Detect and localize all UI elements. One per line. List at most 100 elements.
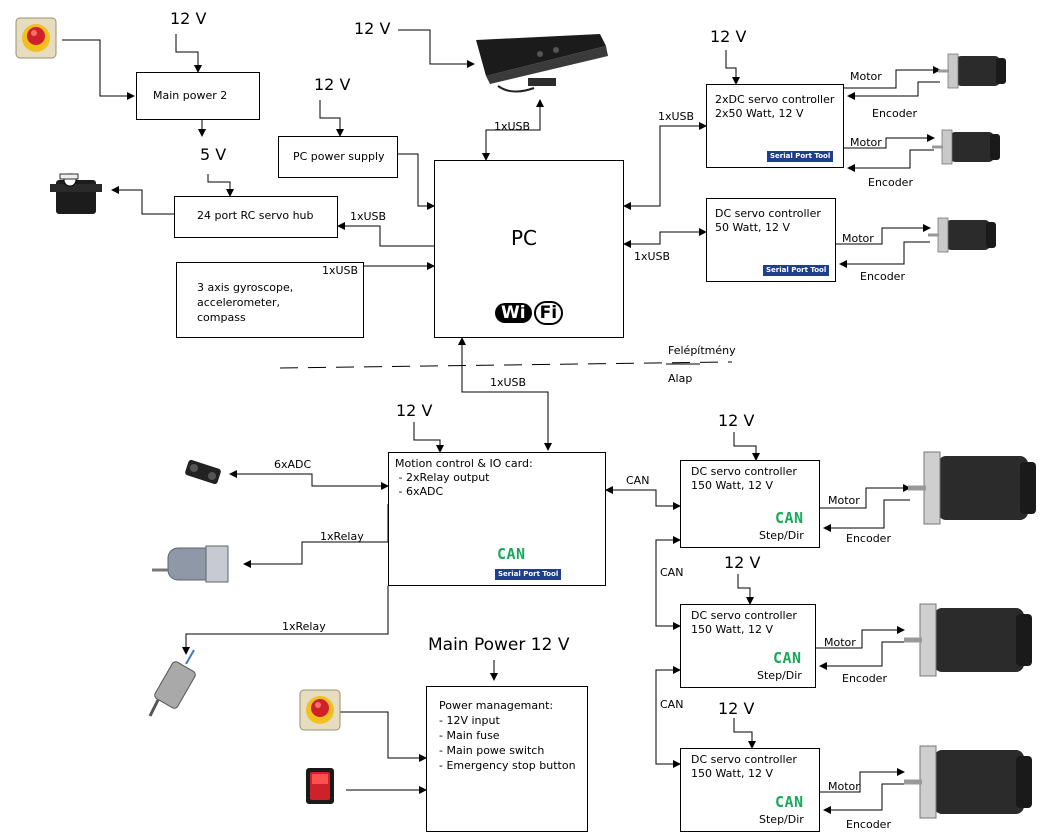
step-dir-label: Step/Dir — [757, 669, 802, 683]
gear-motor-icon — [152, 546, 228, 582]
connection-label: 1xUSB — [658, 110, 694, 124]
encoder-label: Encoder — [842, 672, 887, 686]
motor-label: Motor — [828, 494, 860, 508]
main-power-title: Main Power 12 V — [428, 638, 569, 652]
voltage-label: 12 V — [718, 412, 754, 430]
dual-dc-line-2: 2x50 Watt, 12 V — [715, 107, 804, 121]
dc150-c-line-1: DC servo controller — [691, 753, 797, 767]
voltage-label: 5 V — [200, 146, 226, 164]
serial-port-tool-logo: Serial Port Tool — [767, 151, 833, 162]
power-mgmt-line-5: - Emergency stop button — [439, 759, 576, 773]
dual-dc-line-1: 2xDC servo controller — [715, 93, 834, 107]
io-card-line-1: Motion control & IO card: — [395, 457, 533, 471]
gyro-line-1: 3 axis gyroscope, — [197, 281, 293, 295]
serial-port-tool-logo: Serial Port Tool — [495, 569, 561, 580]
encoder-label: Encoder — [846, 818, 891, 832]
io-card-line-3: - 6xADC — [395, 485, 443, 499]
motor-label: Motor — [824, 636, 856, 650]
connection-label: CAN — [660, 698, 683, 712]
pc-power-supply-label: PC power supply — [293, 150, 385, 164]
dc150-a-line-1: DC servo controller — [691, 465, 797, 479]
single-dc-line-2: 50 Watt, 12 V — [715, 221, 790, 235]
connection-label: 1xUSB — [494, 120, 530, 134]
dc-motor-icon — [932, 130, 1000, 164]
dc150-controller-c-box: DC servo controller 150 Watt, 12 V CAN S… — [680, 748, 820, 832]
io-card-box: Motion control & IO card: - 2xRelay outp… — [388, 452, 606, 586]
dc150-controller-a-box: DC servo controller 150 Watt, 12 V CAN S… — [680, 460, 820, 548]
encoder-label: Encoder — [846, 532, 891, 546]
emergency-stop-icon — [16, 18, 56, 58]
connection-label: CAN — [626, 474, 649, 488]
motor-label: Motor — [850, 70, 882, 84]
motor-label: Motor — [850, 136, 882, 150]
connection-label: CAN — [660, 566, 683, 580]
dc-motor-icon — [908, 452, 1036, 524]
voltage-label: 12 V — [314, 76, 350, 94]
single-dc-line-1: DC servo controller — [715, 207, 821, 221]
connection-label: 6xADC — [274, 458, 311, 472]
power-mgmt-line-3: - Main fuse — [439, 729, 500, 743]
kinect-sensor-icon — [476, 34, 608, 92]
encoder-label: Encoder — [872, 107, 917, 121]
encoder-label: Encoder — [868, 176, 913, 190]
dc150-controller-b-box: DC servo controller 150 Watt, 12 V CAN S… — [680, 604, 816, 688]
voltage-label: 12 V — [170, 10, 206, 28]
dc-motor-icon — [904, 604, 1032, 676]
solenoid-icon — [150, 650, 197, 716]
encoder-label: Encoder — [860, 270, 905, 284]
wifi-logo-wi: Wi — [495, 303, 532, 323]
voltage-label: 12 V — [396, 402, 432, 420]
power-mgmt-line-4: - Main powe switch — [439, 744, 544, 758]
emergency-stop-icon — [300, 690, 340, 730]
motor-label: Motor — [842, 232, 874, 246]
voltage-label: 12 V — [724, 554, 760, 572]
step-dir-label: Step/Dir — [759, 813, 804, 827]
gyro-line-2: accelerometer, — [197, 296, 280, 310]
power-mgmt-line-2: - 12V input — [439, 714, 500, 728]
voltage-label: 12 V — [354, 20, 390, 38]
wifi-logo-fi: Fi — [534, 301, 563, 325]
dc150-a-line-2: 150 Watt, 12 V — [691, 479, 773, 493]
serial-port-tool-logo: Serial Port Tool — [763, 265, 829, 276]
divider-line — [280, 362, 732, 368]
step-dir-label: Step/Dir — [759, 529, 804, 543]
connection-label: 1xRelay — [320, 530, 364, 544]
pc-power-supply-box: PC power supply — [278, 136, 398, 178]
motor-label: Motor — [828, 780, 860, 794]
dc150-b-line-1: DC servo controller — [691, 609, 797, 623]
main-power-2-box: Main power 2 — [136, 72, 260, 120]
servo-hub-box: 24 port RC servo hub — [174, 196, 338, 238]
power-mgmt-line-1: Power managemant: — [439, 699, 553, 713]
dc-motor-icon — [928, 218, 996, 252]
io-card-line-2: - 2xRelay output — [395, 471, 489, 485]
power-management-box: Power managemant: - 12V input - Main fus… — [426, 686, 588, 832]
divider-lower-label: Alap — [668, 372, 692, 386]
dc-motor-icon — [904, 746, 1032, 818]
voltage-label: 12 V — [718, 700, 754, 718]
can-logo: CAN — [497, 545, 526, 563]
divider-upper-label: Felépítmény — [668, 344, 736, 358]
connection-label: 1xUSB — [322, 264, 358, 278]
single-dc-controller-box: DC servo controller 50 Watt, 12 V Serial… — [706, 198, 836, 282]
rc-servo-icon — [50, 174, 102, 214]
connection-label: 1xUSB — [350, 210, 386, 224]
voltage-label: 12 V — [710, 28, 746, 46]
gyro-line-3: compass — [197, 311, 246, 325]
connection-label: 1xUSB — [490, 376, 526, 390]
can-logo: CAN — [773, 649, 802, 667]
can-logo: CAN — [775, 793, 804, 811]
connection-label: 1xUSB — [634, 250, 670, 264]
servo-hub-label: 24 port RC servo hub — [197, 209, 314, 223]
ir-sensor-icon — [184, 459, 221, 485]
dc150-c-line-2: 150 Watt, 12 V — [691, 767, 773, 781]
dual-dc-controller-box: 2xDC servo controller 2x50 Watt, 12 V Se… — [706, 84, 844, 168]
dc150-b-line-2: 150 Watt, 12 V — [691, 623, 773, 637]
main-power-2-label: Main power 2 — [153, 89, 227, 103]
pc-label: PC — [511, 231, 537, 245]
rocker-switch-icon — [306, 768, 334, 804]
dc-motor-icon — [938, 54, 1006, 88]
can-logo: CAN — [775, 509, 804, 527]
connection-label: 1xRelay — [282, 620, 326, 634]
